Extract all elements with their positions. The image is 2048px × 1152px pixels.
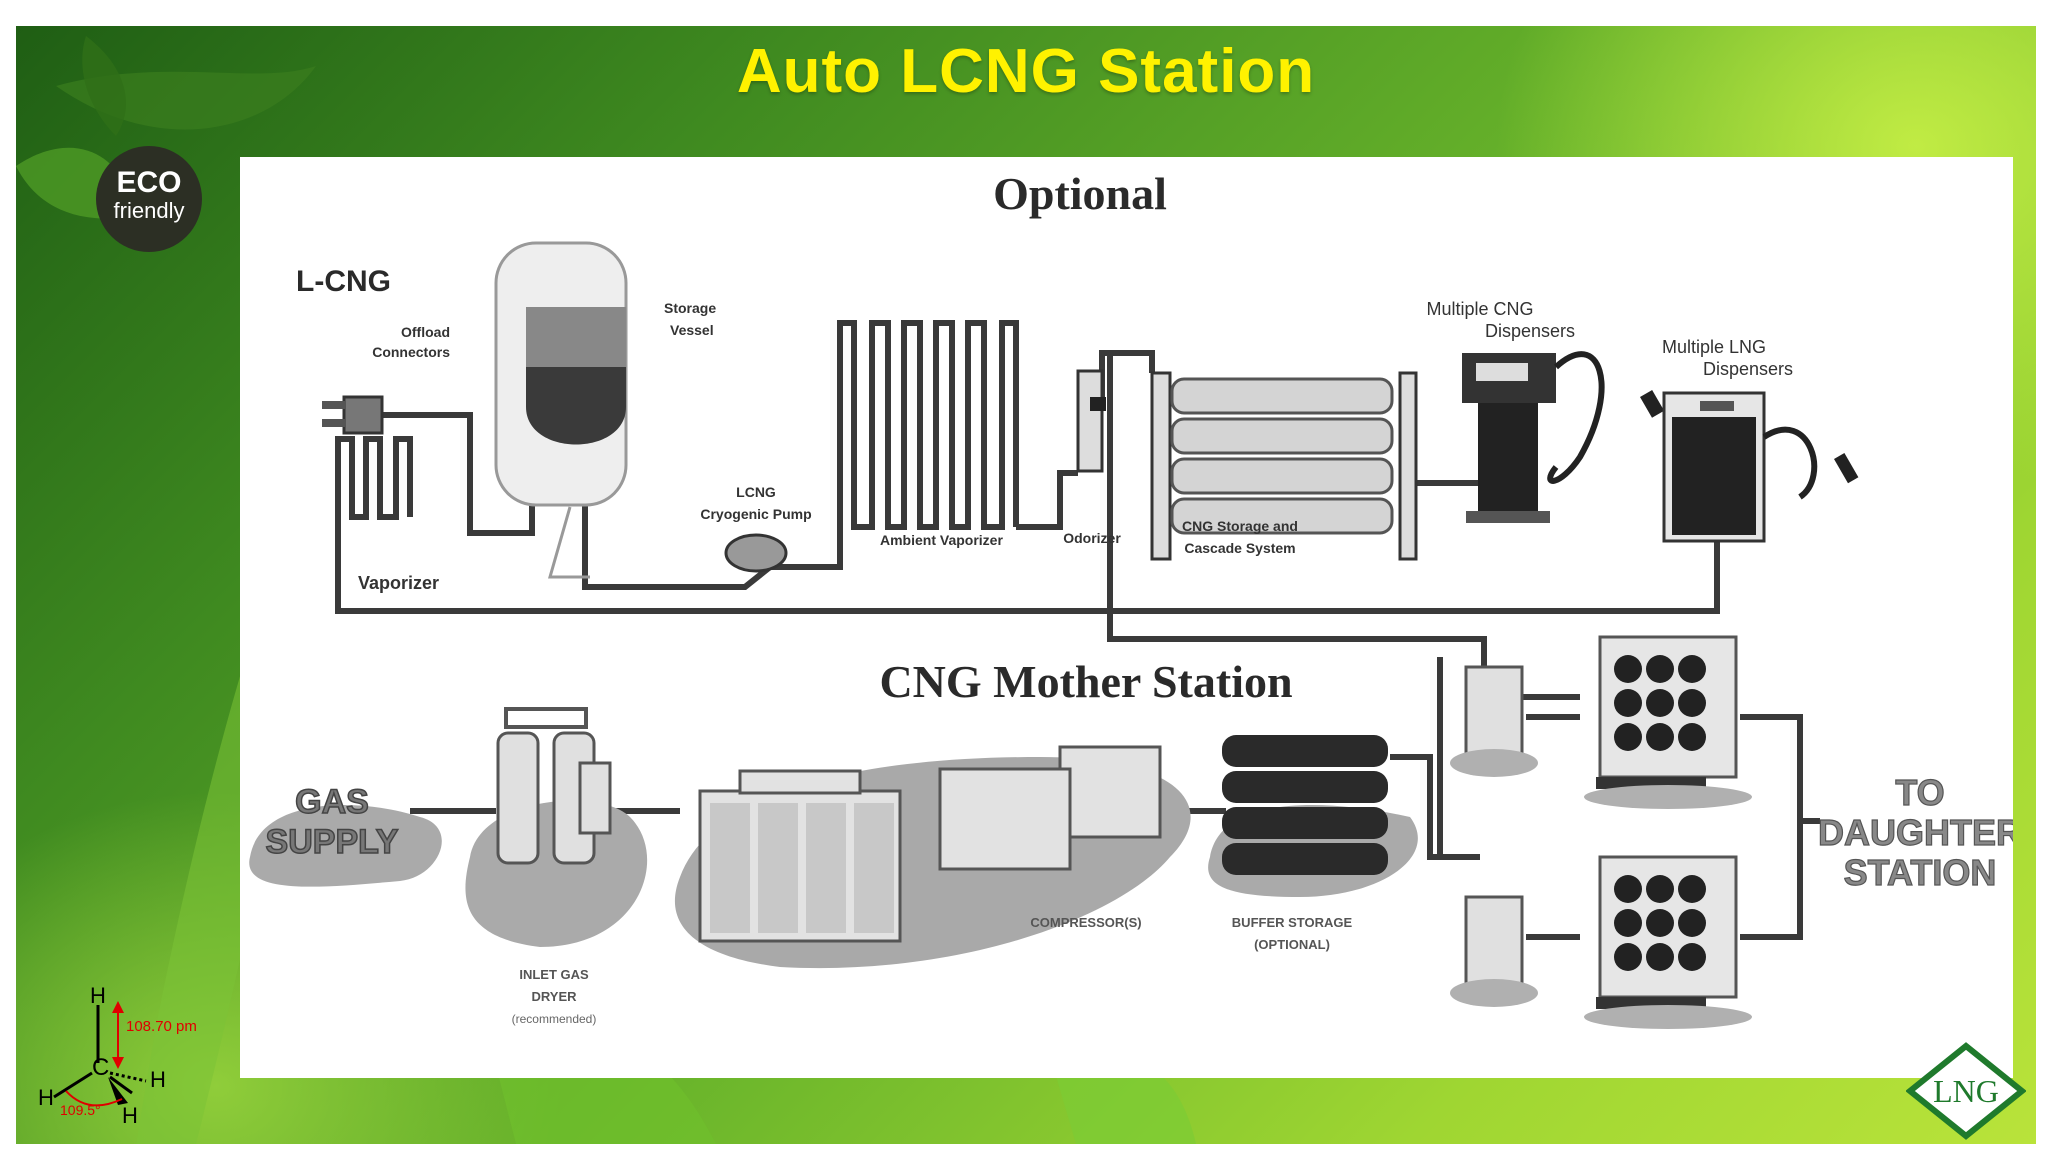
lng-logo-text: LNG bbox=[1933, 1073, 1999, 1109]
buffer-label-2: (OPTIONAL) bbox=[1254, 937, 1330, 952]
pump-vaporizer-pipe bbox=[770, 320, 1019, 570]
vessel-pump-pipe bbox=[582, 439, 772, 590]
methane-h-left: H bbox=[38, 1085, 54, 1110]
bond-angle-label: 109.5° bbox=[60, 1102, 101, 1118]
cng-dispenser bbox=[1462, 351, 1665, 523]
daughter-pipe bbox=[1740, 714, 1803, 940]
mother-station-heading: CNG Mother Station bbox=[879, 656, 1292, 707]
methane-h-bottom: H bbox=[122, 1103, 138, 1128]
inlet-gas-dryer bbox=[465, 707, 648, 947]
lng-dispensers-label-1: Multiple LNG bbox=[1662, 337, 1766, 357]
gas-supply-pool bbox=[249, 805, 442, 887]
storage-vessel bbox=[494, 241, 628, 579]
storage-label-1: Storage bbox=[664, 300, 716, 316]
eco-badge-line1: ECO bbox=[116, 166, 182, 199]
methane-structure: H C H H H 108.70 pm 109.5° bbox=[38, 983, 197, 1128]
eco-friendly-badge: ECO friendly bbox=[96, 146, 202, 252]
dryer-label-3: (recommended) bbox=[512, 1012, 597, 1026]
gas-supply-label-1: GAS bbox=[295, 783, 369, 821]
offload-connectors bbox=[322, 395, 384, 435]
storage-label-2: Vessel bbox=[670, 322, 714, 338]
odorizer-label: Odorizer bbox=[1063, 530, 1121, 546]
methane-h-right: H bbox=[150, 1067, 166, 1092]
cng-storage-label-2: Cascade System bbox=[1184, 540, 1295, 556]
methane-h-top: H bbox=[90, 983, 106, 1008]
priority-panel-top bbox=[1450, 665, 1538, 777]
daughter-label-2: DAUGHTER bbox=[1818, 812, 2013, 853]
odorizer bbox=[1076, 369, 1106, 473]
dryer-label-2: DRYER bbox=[531, 989, 577, 1004]
offload-label-1: Offload bbox=[401, 324, 450, 340]
gas-supply-label-2: SUPPLY bbox=[266, 823, 399, 861]
daughter-label-3: STATION bbox=[1844, 852, 1997, 893]
compressors-label: COMPRESSOR(S) bbox=[1030, 915, 1141, 930]
lng-dispenser bbox=[1662, 391, 1859, 543]
vaporizer-coil bbox=[335, 436, 413, 520]
vaporizer-label: Vaporizer bbox=[358, 573, 439, 593]
buffer-label-1: BUFFER STORAGE bbox=[1232, 915, 1353, 930]
lng-dispensers-label-2: Dispensers bbox=[1703, 359, 1793, 379]
lng-logo: LNG bbox=[1906, 1042, 2026, 1140]
dryer-label-1: INLET GAS bbox=[519, 967, 589, 982]
tube-trailer-top bbox=[1584, 635, 1752, 809]
compressors bbox=[674, 745, 1191, 969]
vaporizer-odorizer-pipe bbox=[1016, 470, 1078, 530]
cng-dispensers-label-2: Dispensers bbox=[1485, 321, 1575, 341]
eco-badge-line2: friendly bbox=[113, 198, 185, 223]
pump-label-2: Cryogenic Pump bbox=[700, 506, 811, 522]
tube-trailer-bottom bbox=[1584, 855, 1752, 1029]
priority-panel-bottom bbox=[1450, 895, 1538, 1007]
cryogenic-pump bbox=[724, 533, 788, 573]
slide: Auto LCNG Station ECO friendly bbox=[16, 26, 2036, 1144]
methane-c: C bbox=[92, 1054, 109, 1081]
daughter-label-1: TO bbox=[1895, 772, 1944, 813]
pump-label-1: LCNG bbox=[736, 484, 776, 500]
cng-storage-cascade bbox=[1150, 371, 1418, 561]
ambient-vaporizer-label: Ambient Vaporizer bbox=[880, 532, 1003, 548]
lcng-heading: L-CNG bbox=[296, 265, 391, 298]
return-pipe bbox=[335, 467, 1720, 614]
bond-length-label: 108.70 pm bbox=[126, 1018, 197, 1035]
cng-storage-label-1: CNG Storage and bbox=[1182, 518, 1298, 534]
branch-pipe bbox=[1437, 657, 1480, 860]
optional-heading: Optional bbox=[993, 168, 1167, 219]
buffer-storage bbox=[1208, 735, 1418, 897]
offload-label-2: Connectors bbox=[372, 344, 450, 360]
slide-title: Auto LCNG Station bbox=[736, 37, 1316, 106]
lcng-station-diagram: Optional L-CNG CNG Mother Station Offloa… bbox=[240, 157, 2013, 1078]
cng-dispensers-label-1: Multiple CNG bbox=[1426, 299, 1533, 319]
